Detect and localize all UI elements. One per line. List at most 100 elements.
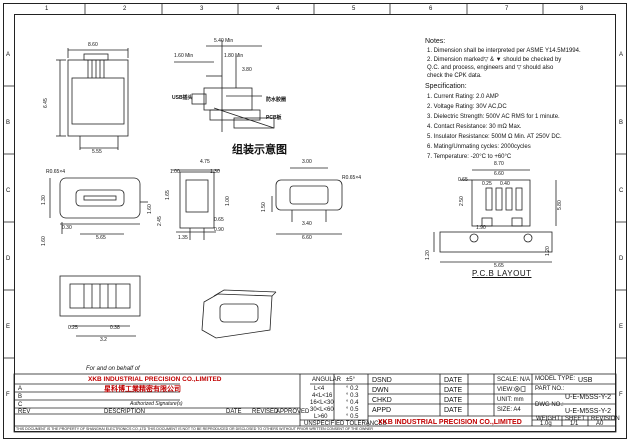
dim-side-f: 0.65 [214, 217, 224, 223]
note-line-1: 1. Dimension shall be interpreted per AS… [427, 48, 581, 54]
tol-range-4: 30<L<60 [310, 407, 334, 413]
tol-note: UNSPECIFIED TOLERANCES [304, 421, 387, 427]
note-line-4: check the CPK data. [427, 73, 482, 79]
date-label-2: DATE [444, 387, 463, 394]
dim-pcb-120b: 1.20 [545, 246, 551, 256]
dim-pcb-565: 5.65 [494, 263, 504, 269]
company-footer: XKB INDUSTRIAL PRECISION CO.,LIMITED [378, 419, 522, 426]
dim-pcb-025: 0.25 [482, 181, 492, 187]
tol-value-4: ° 0.5 [346, 407, 359, 413]
col-marker-8: 8 [580, 6, 584, 12]
rev-row-c: C [18, 402, 23, 408]
outer-frame [3, 3, 627, 439]
spec-line-2: 2. Voltage Rating: 30V AC,DC [427, 104, 507, 110]
tol-range-5: L>60 [314, 414, 328, 420]
dim-side-d: 0.90 [214, 227, 224, 233]
col-marker-2: 2 [123, 6, 127, 12]
dim-top-height: 6.45 [43, 98, 49, 108]
rev-header-description: DESCRIPTION [104, 409, 146, 415]
dim-right-r: R0.65×4 [342, 175, 362, 181]
row-marker-b: B [6, 120, 11, 126]
dim-side-h: 1.00 [225, 196, 231, 206]
projection-icon [514, 386, 526, 392]
dim-front-h3: 1.60 [147, 204, 153, 214]
dim-pcb-870: 8.70 [494, 161, 504, 167]
role-dwn: DWN [372, 387, 389, 394]
dim-assembly-380: 3.80 [242, 67, 252, 73]
spec-line-4: 4. Contact Resistance: 30 mΩ Max. [427, 124, 522, 130]
date-label-1: DATE [444, 377, 463, 384]
authorized-signature: Authorized Signature(s) [130, 401, 183, 407]
model-type-label: MODEL TYPE: [535, 376, 576, 382]
date-label-4: DATE [444, 407, 463, 414]
dim-assembly-180: 1.80 Min [224, 53, 244, 59]
dim-assembly-top: 5.40 Min [214, 38, 234, 44]
tol-value-5: ° 0.5 [346, 414, 359, 420]
dim-assembly-160: 1.60 Min [174, 53, 194, 59]
company-name-cn: 星科博工業精密有限公司 [104, 386, 181, 393]
row-marker-c-right: C [619, 188, 624, 194]
rev-header-revised: REVISED [252, 409, 279, 415]
row-marker-e: E [6, 324, 11, 330]
view-field: VIEW: [497, 387, 514, 393]
row-marker-a: A [6, 52, 11, 58]
rev-header-approved: APPROVED [276, 409, 310, 415]
unit-field: UNIT: mm [497, 397, 524, 403]
col-marker-4: 4 [276, 6, 280, 12]
dim-side-g: 1.65 [165, 190, 171, 200]
dim-right-340: 3.40 [302, 221, 312, 227]
dim-side-e: 1.35 [178, 235, 188, 241]
dim-bottom-a: 0.25 [68, 325, 78, 331]
rev-row-a: A [18, 386, 23, 392]
dim-pcb-660: 6.60 [494, 171, 504, 177]
dim-pcb-120a: 1.20 [425, 250, 431, 260]
rev-header-date: DATE [226, 409, 242, 415]
footer-note: THIS DOCUMENT IS THE PROPERTY OF SHANGHA… [16, 427, 374, 431]
tol-value-1: ° 0.2 [346, 386, 359, 392]
company-name-en: XKB INDUSTRIAL PRECISION CO.,LIMITED [88, 376, 222, 383]
label-pcb-board: PCB板 [266, 115, 282, 121]
spec-line-7: 7. Temperature: -20°C to +60°C [427, 154, 512, 160]
spec-line-5: 5. Insulator Resistance: 500M Ω Min. AT … [427, 134, 562, 140]
revision-label: REVISION [591, 416, 620, 422]
row-marker-a-right: A [619, 52, 624, 58]
part-no-value: U-E-M5SS-Y-2 [565, 394, 612, 401]
dim-bottom-c: 3.2 [100, 337, 107, 343]
row-marker-e-right: E [619, 324, 624, 330]
dim-pcb-190: 1.90 [476, 225, 486, 231]
weight-label: WEIGHT [536, 416, 560, 422]
spec-line-3: 3. Dielectric Strength: 500V AC RMS for … [427, 114, 560, 120]
dim-right-top: 3.00 [302, 159, 312, 165]
tol-range-3: 16<L<30 [310, 400, 334, 406]
dim-pcb-250: 2.50 [459, 196, 465, 206]
dim-front-h1: 1.30 [41, 195, 47, 205]
dim-right-660: 6.60 [302, 235, 312, 241]
role-chkd: CHKD [372, 397, 392, 404]
part-no-label: PART NO.: [535, 386, 565, 392]
dim-front-w: 5.65 [96, 235, 106, 241]
row-marker-d: D [6, 256, 11, 262]
col-marker-7: 7 [505, 6, 509, 12]
spec-title: Specification: [425, 83, 467, 90]
spec-line-6: 6. Mating/Unmating cycles: 2000cycles [427, 144, 531, 150]
note-line-3: Q.C. and process, engineers and ▽ should… [427, 65, 554, 71]
col-marker-6: 6 [429, 6, 433, 12]
tol-value-3: ° 0.4 [346, 400, 359, 406]
rev-header-rev: REV [18, 409, 31, 415]
note-line-2: 2. Dimension marked▽ & ▼ should be check… [427, 57, 562, 63]
tol-angular: ±5° [346, 377, 356, 383]
tol-range-1: L<4 [314, 386, 325, 392]
row-marker-b-right: B [619, 120, 624, 126]
dim-side-c: 1.30 [210, 169, 220, 175]
dim-side-a: 4.75 [200, 159, 210, 165]
row-marker-f-right: F [619, 392, 623, 398]
pcb-layout-title: P.C.B LAYOUT [472, 269, 532, 278]
tol-range-2: 4<L<16 [312, 393, 333, 399]
tol-value-2: ° 0.3 [346, 393, 359, 399]
inner-frame [14, 14, 616, 432]
dim-bottom-b: 0.38 [110, 325, 120, 331]
dim-pcb-065: 0.65 [458, 177, 468, 183]
spec-line-1: 1. Current Rating: 2.0 AMP [427, 94, 499, 100]
